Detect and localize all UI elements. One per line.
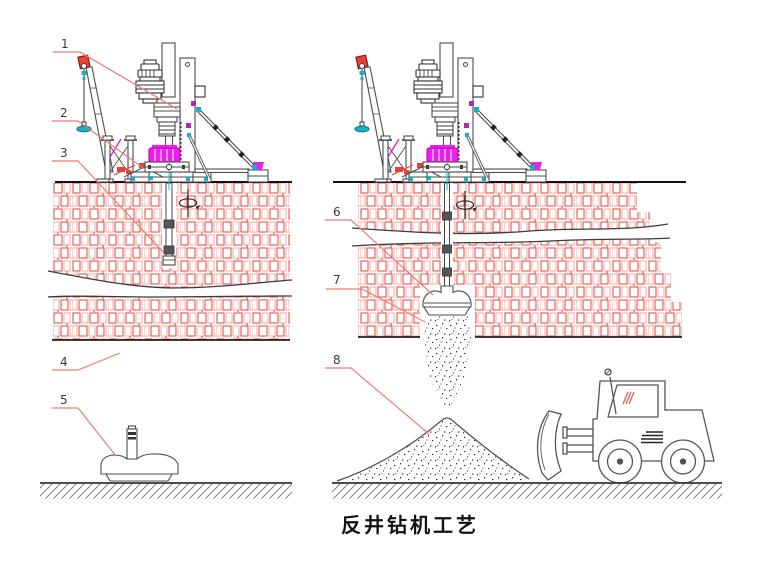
leader-line-5: [52, 407, 117, 457]
rod-joint: [442, 267, 452, 277]
muck-pile: [336, 417, 530, 482]
tunnel-floor-right: [332, 482, 722, 499]
loader-blade: [536, 410, 562, 481]
raise-boring-rig: [355, 43, 546, 190]
strata-band: [48, 271, 292, 297]
callout-7-label: 7: [333, 273, 341, 287]
figure-reaming-stage: 6 7 8: [325, 43, 722, 499]
leader-line-8: [325, 367, 430, 435]
pilot-borehole: [162, 182, 176, 268]
rod-joint: [163, 245, 175, 255]
callout-6-label: 6: [333, 205, 341, 219]
pilot-bit: [162, 255, 176, 266]
loader-lift-arms: [562, 426, 594, 455]
wheel-loader: [536, 368, 715, 484]
reamer-head: [422, 285, 472, 316]
loader-mirror-antenna: [604, 368, 617, 415]
callout-4-label: 4: [60, 355, 68, 369]
leader-line-7: [326, 288, 426, 323]
tunnel-floor-left: [40, 482, 292, 499]
callout-8-label: 8: [333, 353, 341, 367]
falling-cuttings: [423, 316, 471, 408]
leader-line-3: [52, 160, 165, 254]
rod-joint: [442, 244, 452, 254]
engine-grille-lines: [641, 431, 663, 444]
raise-boring-rig: [77, 43, 268, 190]
rod-joint: [163, 219, 175, 229]
reamer-bit-on-floor: [100, 425, 179, 482]
callout-1-label: 1: [61, 37, 69, 51]
leader-line-4: [52, 352, 121, 371]
window-glass-marks: [622, 391, 635, 405]
callouts-left: 1 2 3 4 5: [52, 37, 178, 457]
loader-cab-window: [607, 384, 659, 418]
callout-5-label: 5: [60, 393, 68, 407]
diagram-title: 反井钻机工艺: [341, 513, 479, 537]
leader-line-2: [52, 120, 147, 171]
rod-joint: [442, 211, 452, 221]
callouts-right: 6 7 8: [325, 205, 434, 435]
leader-line-1: [53, 51, 178, 110]
rock-strata-right: [351, 183, 682, 338]
callout-3-label: 3: [60, 146, 68, 160]
leader-line-6: [325, 219, 434, 296]
callout-2-label: 2: [60, 106, 68, 120]
figure-pilot-drilling-stage: 1 2 3 4 5: [40, 37, 293, 499]
loader-wheels: [597, 439, 706, 484]
